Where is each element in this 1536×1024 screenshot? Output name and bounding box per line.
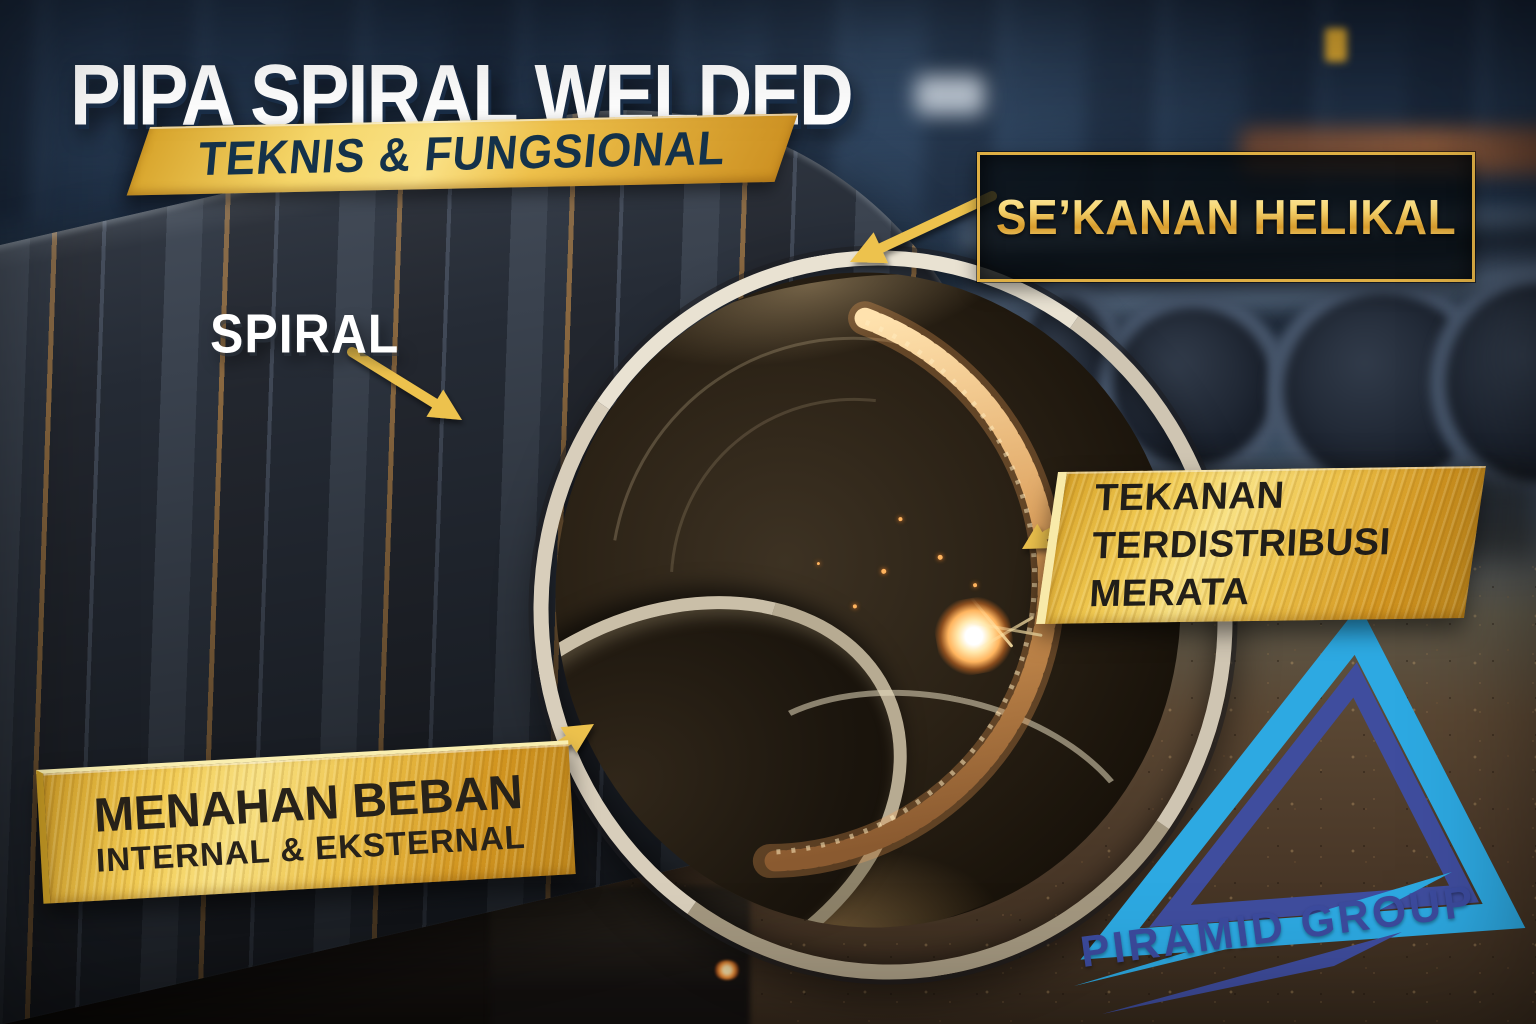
warehouse-lamp: [915, 75, 985, 115]
subtitle-banner: TEKNIS & FUNGSIONAL: [126, 113, 798, 196]
callout-spiral-label: SPIRAL: [210, 303, 400, 365]
piramid-logo-icon: [1074, 614, 1526, 1014]
callout-tekanan-line3: MERATA: [1088, 571, 1251, 616]
yellow-marker: [1325, 28, 1347, 62]
callout-tekanan-line2: TERDISTRIBUSI: [1090, 521, 1392, 568]
callout-tekanan: TEKANAN TERDISTRIBUSI MERATA: [1036, 466, 1486, 624]
callout-helikal-label: SE’KANAN HELIKAL: [995, 189, 1457, 245]
subtitle-text: TEKNIS & FUNGSIONAL: [196, 121, 729, 186]
weld-bead-icon: [752, 301, 1066, 879]
callout-tekanan-line1: TEKANAN: [1093, 475, 1286, 520]
glowing-ember: [714, 960, 740, 980]
pipe-interior: [503, 222, 1233, 978]
callout-helikal: SE’KANAN HELIKAL: [977, 152, 1475, 282]
